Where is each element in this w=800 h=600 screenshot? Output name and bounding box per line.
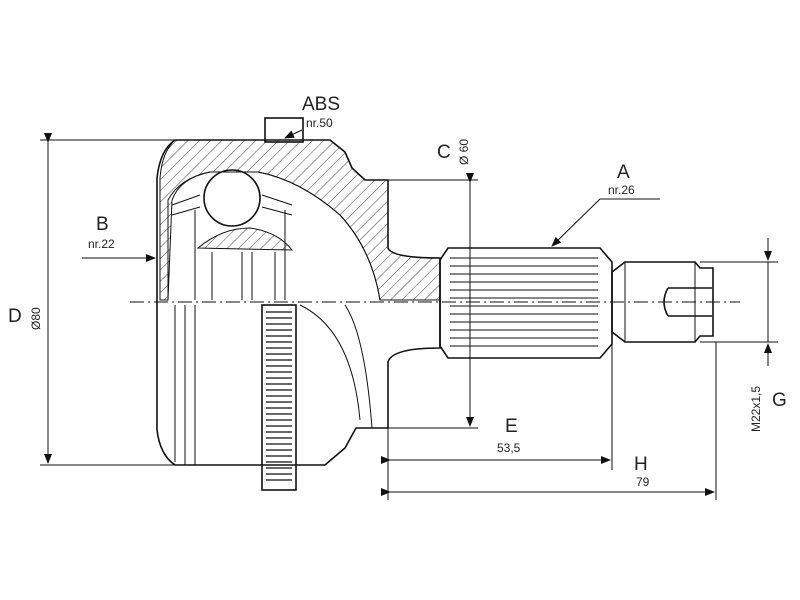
leader-b: B nr.22 [82,214,156,262]
h-letter: H [634,454,648,475]
dimension-c: C Ø 60 [388,139,478,429]
a-letter: A [617,162,630,183]
abs-ring [261,304,297,491]
c-value: Ø 60 [457,139,471,165]
dimension-h: H 79 [381,342,717,500]
ball [203,169,261,227]
abs-nr: nr.50 [306,116,333,130]
dimension-g: G M22x1,5 [700,238,787,432]
b-letter: B [96,214,109,235]
abs-nub [264,117,304,143]
dimension-e: E 53,5 [381,344,613,470]
g-letter: G [772,390,787,411]
joint-housing [156,139,441,466]
e-letter: E [505,416,518,437]
c-letter: C [437,142,451,163]
splined-shaft [439,247,714,359]
d-letter: D [8,306,22,327]
leader-a: A nr.26 [551,162,660,247]
ball-cage [171,169,294,300]
ball-race-hatch [196,227,294,251]
leader-abs: ABS nr.50 [284,94,340,139]
abs-letter: ABS [302,94,340,115]
e-value: 53,5 [497,441,521,455]
housing-section-hatch [159,139,441,301]
dimension-d: D Ø80 [8,133,175,466]
d-value: Ø80 [29,307,43,330]
g-value: M22x1,5 [749,386,763,432]
b-nr: nr.22 [88,237,115,251]
h-value: 79 [636,475,650,489]
a-nr: nr.26 [608,183,635,197]
